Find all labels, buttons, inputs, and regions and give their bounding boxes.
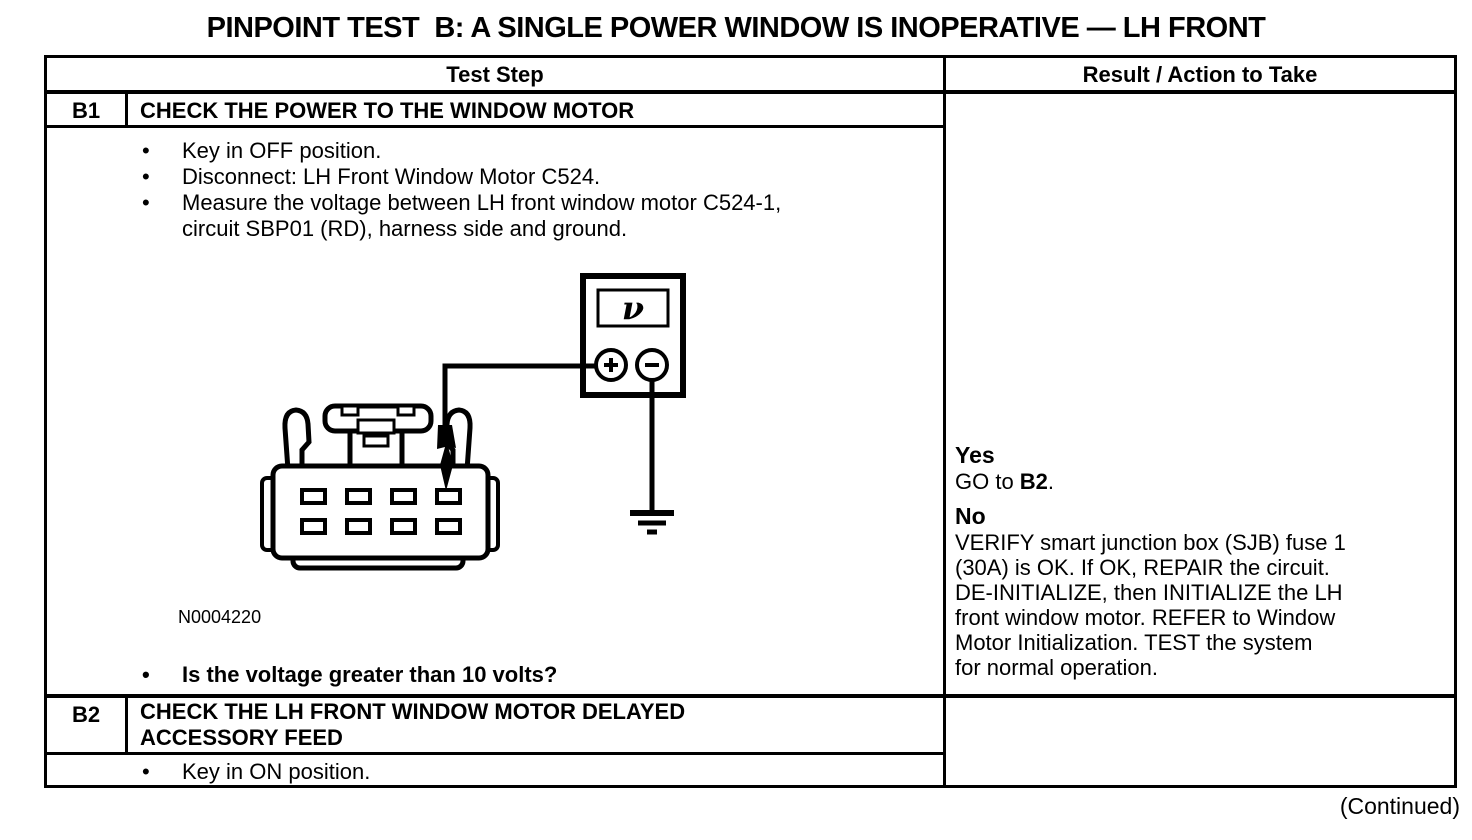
voltage-test-figure: ν — [260, 273, 686, 571]
page-title: PINPOINT TEST B: A SINGLE POWER WINDOW I… — [206, 12, 1266, 44]
connector-icon — [260, 403, 500, 571]
b1-title-bottom-rule — [47, 125, 943, 128]
yes-label: Yes — [955, 442, 995, 468]
bullet-text: Disconnect: LH Front Window Motor C524. — [182, 164, 601, 189]
step-id-b2: B2 — [71, 702, 101, 727]
voltmeter-icon: ν — [580, 273, 686, 398]
b2-title-bottom-rule — [47, 752, 943, 755]
column-divider — [943, 58, 946, 785]
bullet-icon: • — [142, 190, 150, 215]
probe-icon — [437, 364, 456, 491]
step-title-b1: CHECK THE POWER TO THE WINDOW MOTOR — [140, 98, 635, 123]
list-item: • Disconnect: LH Front Window Motor C524… — [142, 164, 781, 190]
test-step-column-header: Test Step — [446, 62, 544, 87]
list-item: • Key in OFF position. — [142, 138, 781, 164]
minus-terminal-icon — [635, 348, 669, 382]
b1-number-divider — [125, 94, 128, 125]
yes-action-prefix: GO to — [955, 469, 1020, 494]
b2-number-divider — [125, 698, 128, 752]
b1-bullet-list: • Key in OFF position. • Disconnect: LH … — [142, 138, 781, 242]
step-id-b1: B1 — [71, 98, 101, 123]
step-title-b2: CHECK THE LH FRONT WINDOW MOTOR DELAYED … — [140, 699, 686, 750]
bullet-text: Key in ON position. — [182, 759, 371, 784]
b1-question: • Is the voltage greater than 10 volts? — [142, 662, 557, 688]
voltmeter-display-symbol: ν — [622, 289, 644, 327]
bullet-icon: • — [142, 662, 150, 687]
continued-note: (Continued) — [1339, 793, 1460, 819]
pinpoint-test-table: Test Step Result / Action to Take B1 CHE… — [44, 55, 1457, 788]
b1-section-bottom-rule — [47, 694, 1454, 698]
b2-bullet-list: • Key in ON position. — [142, 759, 370, 785]
b1-result-cell: Yes GO to B2. No VERIFY smart junction b… — [955, 442, 1454, 680]
bullet-text: Measure the voltage between LH front win… — [182, 190, 782, 241]
figure-label: N0004220 — [178, 607, 262, 627]
ground-icon — [630, 510, 674, 535]
no-action: VERIFY smart junction box (SJB) fuse 1 (… — [955, 530, 1346, 680]
header-bottom-rule — [47, 90, 1454, 94]
bullet-icon: • — [142, 759, 150, 784]
plus-terminal-icon — [594, 348, 628, 382]
bullet-text: Key in OFF position. — [182, 138, 382, 163]
bullet-icon: • — [142, 138, 150, 163]
result-column-header: Result / Action to Take — [1082, 62, 1318, 87]
no-label: No — [955, 503, 986, 529]
yes-action-suffix: . — [1047, 469, 1055, 494]
bullet-icon: • — [142, 164, 150, 189]
list-item: • Measure the voltage between LH front w… — [142, 190, 781, 242]
yes-action-target: B2 — [1019, 469, 1048, 494]
yes-action: GO to B2. — [955, 469, 1454, 494]
question-text: Is the voltage greater than 10 volts? — [182, 662, 558, 687]
